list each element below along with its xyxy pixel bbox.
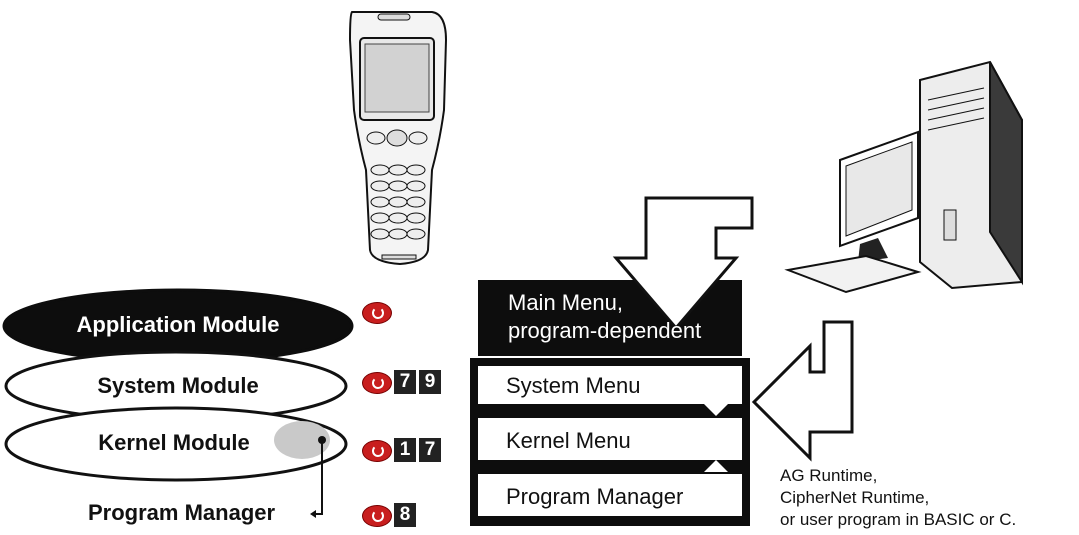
key-9: 9 [419, 370, 441, 394]
main-menu-label: Main Menu, [508, 290, 623, 315]
system-menu-box [478, 366, 742, 404]
main-menu-sublabel: program-dependent [508, 318, 702, 343]
system-menu-label: System Menu [506, 373, 641, 398]
arrow-icon [612, 196, 754, 331]
system-module-label: System Module [97, 373, 259, 398]
power-key-icon [362, 372, 392, 394]
kernel-module-ellipse [4, 406, 348, 482]
arrow-icon [751, 320, 854, 462]
program-manager-menu-label: Program Manager [506, 484, 684, 509]
application-module-label: Application Module [76, 312, 280, 337]
runtime-note-line1: AG Runtime, [780, 466, 878, 485]
program-manager-menu-box [478, 474, 742, 516]
power-key-icon [362, 302, 392, 324]
handheld-terminal-icon [348, 11, 448, 266]
kernel-menu-box [478, 418, 742, 460]
pointer-arrow-icon [310, 510, 316, 518]
runtime-note-line3: or user program in BASIC or C. [780, 510, 1017, 529]
key-7: 7 [419, 438, 441, 462]
key-1: 1 [394, 438, 416, 462]
power-key-icon [362, 440, 392, 462]
key-8: 8 [394, 503, 416, 527]
kernel-grey-spot [274, 421, 330, 459]
program-manager-label: Program Manager [88, 500, 276, 525]
kernel-module-label: Kernel Module [98, 430, 250, 455]
power-key-icon [362, 505, 392, 527]
runtime-note-line2: CipherNet Runtime, [780, 488, 930, 507]
desktop-computer-icon [784, 60, 1023, 294]
kernel-menu-label: Kernel Menu [506, 428, 631, 453]
key-7: 7 [394, 370, 416, 394]
